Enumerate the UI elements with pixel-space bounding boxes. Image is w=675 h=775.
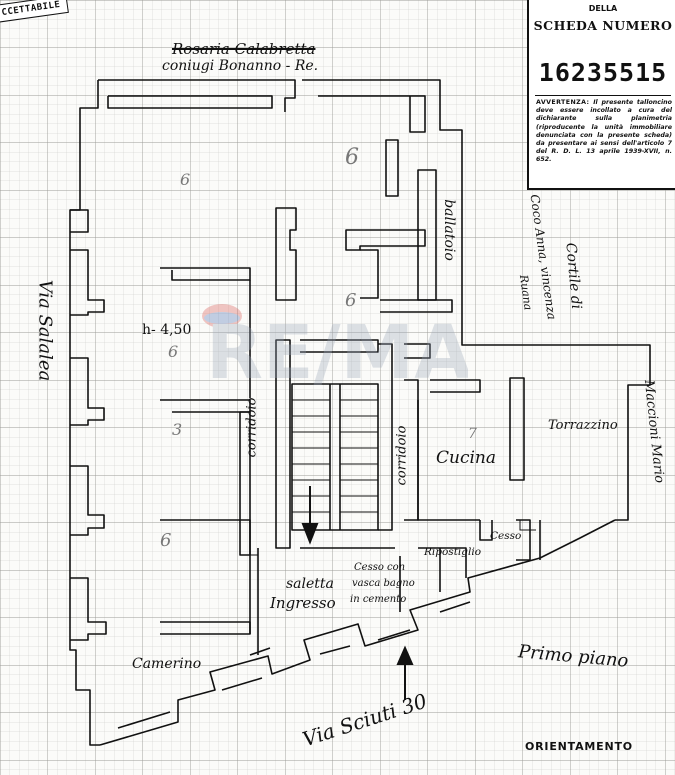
torrazzino-label: Torrazzino <box>548 418 618 433</box>
della-text: DELLA <box>588 4 618 13</box>
vasca-bagno-label: vasca bagno <box>352 578 415 589</box>
corridoio-left-label: corridoio <box>244 397 260 458</box>
cucina-label: Cucina <box>436 448 496 468</box>
ingresso-label: Ingresso <box>270 594 336 612</box>
scheda-label-box: DELLA SCHEDA NUMERO 16235515 AVVERTENZA:… <box>527 0 675 190</box>
camerino-label: Camerino <box>132 656 202 672</box>
watermark-text: RE/MAX <box>206 310 468 392</box>
ballatoio-label: ballatoio <box>440 199 457 261</box>
room-mark: 6 <box>180 170 191 189</box>
scheda-warning: AVVERTENZA: Il presente talloncino deve … <box>536 99 672 165</box>
in-cemento-label: in cemento <box>350 594 407 605</box>
height-label: h- 4,50 <box>142 322 192 338</box>
corridoio-right-label: corridoio <box>394 425 410 486</box>
room-mark: 6 <box>345 145 359 170</box>
via-salaria-label: Via Salalea <box>34 279 56 382</box>
cesso-label: Cesso <box>490 530 522 542</box>
scheda-divider <box>535 95 671 96</box>
owner-name: coniugi Bonanno - Re. <box>162 58 319 74</box>
struck-owner-name: Rosaria Calabretta <box>172 40 316 58</box>
room-mark: 7 <box>468 426 477 442</box>
scheda-number: 16235515 <box>538 58 668 87</box>
room-mark: 3 <box>172 420 183 439</box>
room-mark: 6 <box>160 530 172 551</box>
ripostiglio-label: Ripostiglio <box>424 546 482 558</box>
room-mark: 6 <box>168 342 179 361</box>
scheda-title: SCHEDA NUMERO <box>533 18 673 33</box>
orientamento-label: ORIENTAMENTO <box>525 740 633 753</box>
saletta-label: saletta <box>286 576 334 592</box>
room-mark: 6 <box>345 290 357 311</box>
remax-watermark: RE/MAX <box>202 304 468 392</box>
cesso-con-label: Cesso con <box>354 562 406 573</box>
warning-heading: AVVERTENZA: <box>536 99 590 106</box>
warning-body: Il presente talloncino deve essere incol… <box>536 99 672 164</box>
